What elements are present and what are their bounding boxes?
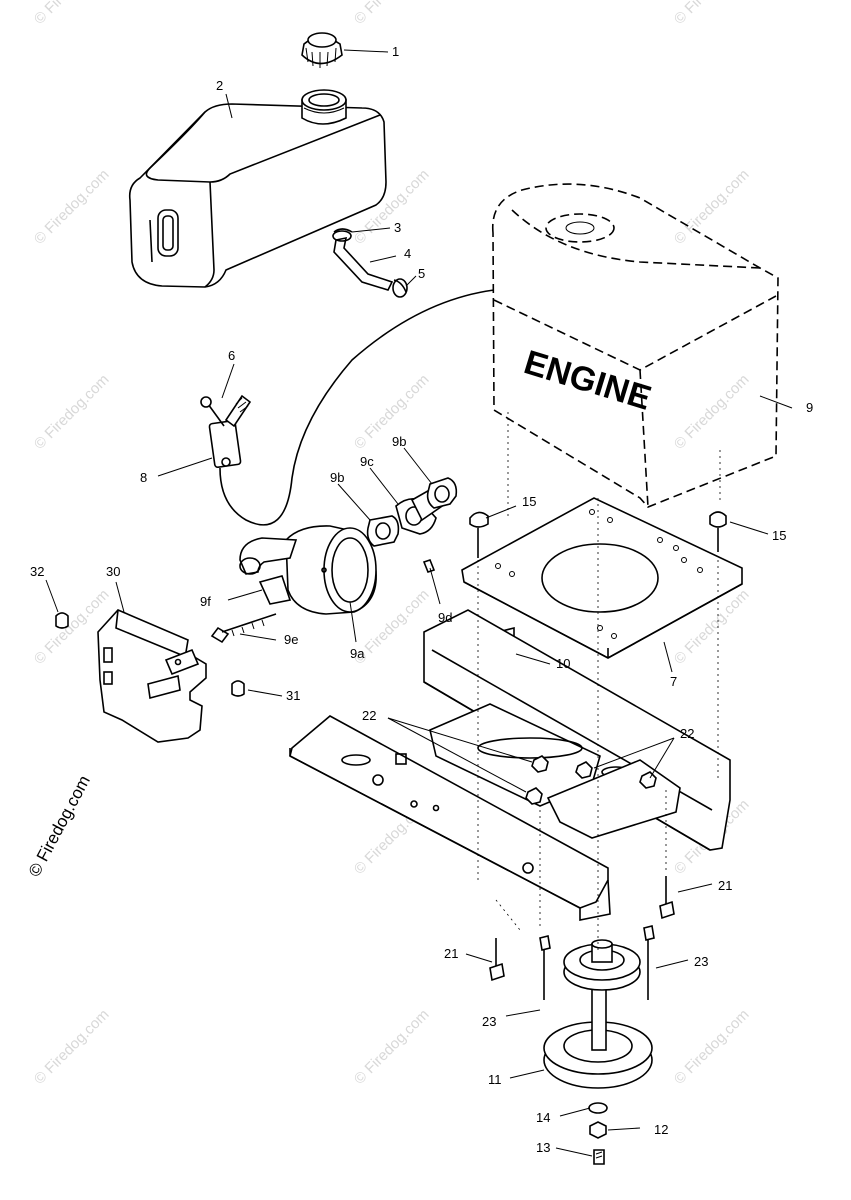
pulley-hardware (588, 1102, 608, 1165)
callout-labels: 1 2 3 4 5 6 7 8 9 9a 9b 9b 9c 9d 9e 9f 1… (30, 44, 813, 1155)
callout-6: 6 (228, 348, 235, 363)
callout-23-right: 23 (694, 954, 708, 969)
fuel-tank (128, 89, 387, 288)
callout-12: 12 (654, 1122, 668, 1137)
callout-30: 30 (106, 564, 120, 579)
callout-31: 31 (286, 688, 300, 703)
callout-9b-left: 9b (330, 470, 344, 485)
muffler (239, 525, 377, 615)
callout-9: 9 (806, 400, 813, 415)
watermark: © Firedog.com (351, 0, 433, 28)
callout-14: 14 (536, 1110, 550, 1125)
engine-mount-plate (461, 497, 743, 659)
callout-22-right: 22 (680, 726, 694, 741)
alignment-lines (477, 412, 721, 950)
watermark: © Firedog.com (31, 0, 113, 28)
callout-9c: 9c (360, 454, 374, 469)
fuel-cap (301, 32, 343, 68)
pulley-bolts (489, 876, 675, 1000)
engine-label: ENGINE (520, 343, 656, 417)
engine-pulley (543, 939, 653, 1089)
callout-3: 3 (394, 220, 401, 235)
watermark: © Firedog.com (351, 1006, 433, 1088)
engine-block: ENGINE (491, 183, 779, 508)
callout-9b-top: 9b (392, 434, 406, 449)
callout-9f: 9f (200, 594, 211, 609)
callout-9e: 9e (284, 632, 298, 647)
callout-1: 1 (392, 44, 399, 59)
callout-10: 10 (556, 656, 570, 671)
callout-4: 4 (404, 246, 411, 261)
callout-21-left: 21 (444, 946, 458, 961)
callout-2: 2 (216, 78, 223, 93)
watermark: © Firedog.com (31, 166, 113, 248)
callout-8: 8 (140, 470, 147, 485)
throttle-cable (219, 289, 495, 526)
callout-21-right: 21 (718, 878, 732, 893)
watermark: © Firedog.com (31, 371, 113, 453)
guard-screws (55, 612, 245, 697)
callout-leaders (45, 49, 793, 1157)
hex-nuts (525, 755, 657, 805)
watermark: © Firedog.com (671, 371, 753, 453)
watermark: © Firedog.com (671, 166, 753, 248)
callout-15-left: 15 (522, 494, 536, 509)
credit-text: © Firedog.com (25, 772, 94, 880)
callout-23-left: 23 (482, 1014, 496, 1029)
callout-9a: 9a (350, 646, 365, 661)
exhaust-gaskets (366, 477, 458, 547)
watermark: © Firedog.com (31, 1006, 113, 1088)
watermark: © Firedog.com (671, 0, 753, 28)
muffler-guard (97, 609, 207, 743)
callout-15-right: 15 (772, 528, 786, 543)
throttle-control (200, 394, 252, 469)
callout-9d: 9d (438, 610, 452, 625)
fuel-hose-assembly (332, 228, 408, 298)
callout-22-left: 22 (362, 708, 376, 723)
callout-13: 13 (536, 1140, 550, 1155)
callout-5: 5 (418, 266, 425, 281)
callout-11: 11 (488, 1072, 502, 1087)
watermark: © Firedog.com (671, 1006, 753, 1088)
callout-7: 7 (670, 674, 677, 689)
callout-32: 32 (30, 564, 44, 579)
